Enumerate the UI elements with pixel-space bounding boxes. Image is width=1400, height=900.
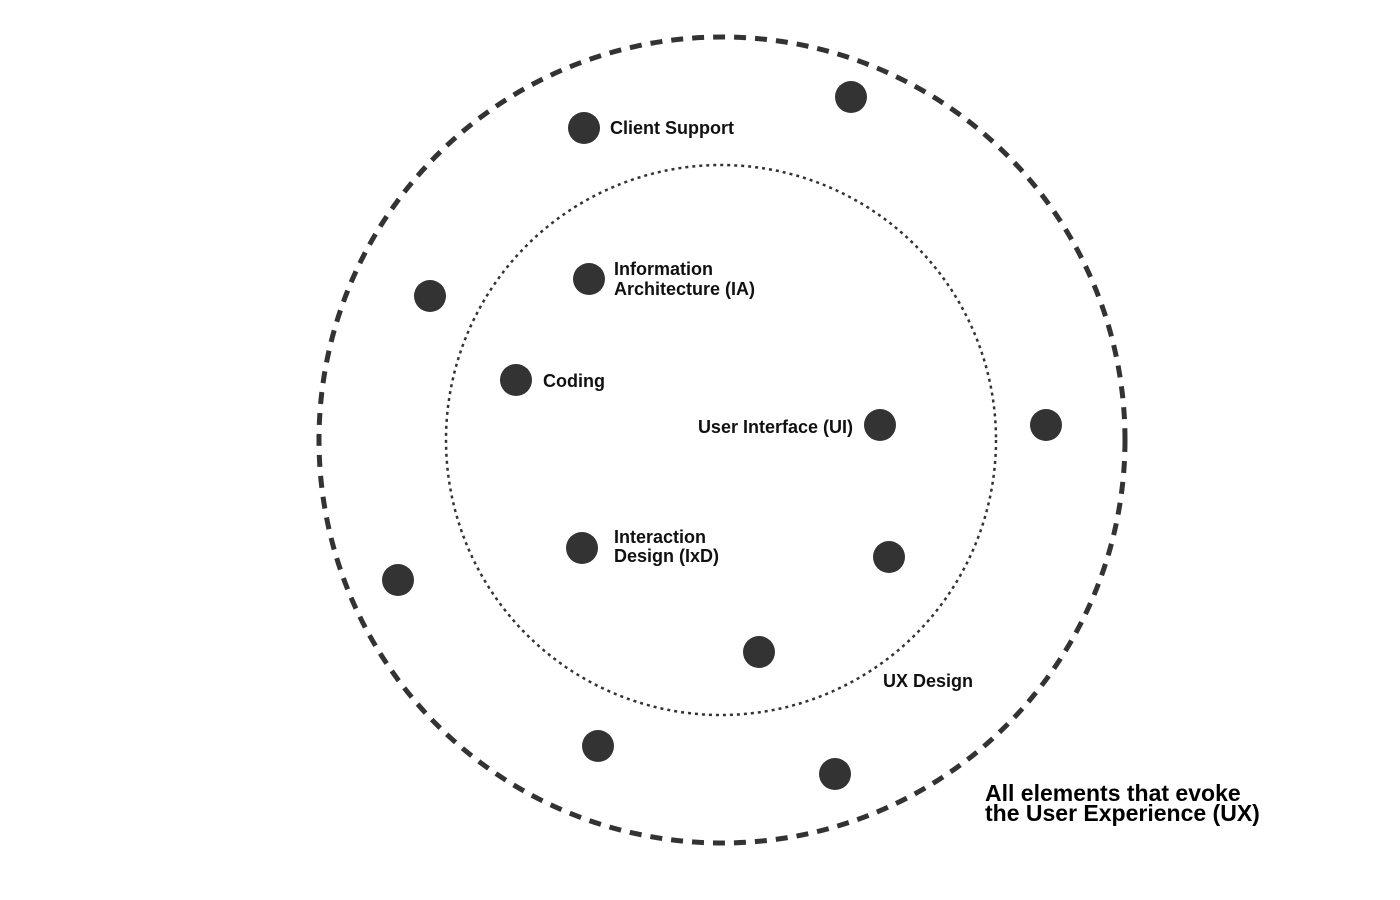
unlabeled-node <box>582 730 614 762</box>
node-user-interface: User Interface (UI) <box>698 409 896 441</box>
unlabeled-node <box>819 758 851 790</box>
node-information-architecture: Information Architecture (IA) <box>573 259 755 299</box>
node-dot <box>573 263 605 295</box>
unlabeled-node <box>414 280 446 312</box>
node-coding: Coding <box>500 364 605 396</box>
node-label: Client Support <box>610 118 734 138</box>
unlabeled-node <box>382 564 414 596</box>
unlabeled-node <box>873 541 905 573</box>
node-dot <box>500 364 532 396</box>
unlabeled-node <box>743 636 775 668</box>
node-label-line1: Information <box>614 259 713 279</box>
node-dot <box>864 409 896 441</box>
outer-ring-ux <box>316 34 1128 846</box>
node-dot <box>566 532 598 564</box>
node-client-support: Client Support <box>568 112 734 144</box>
node-label: User Interface (UI) <box>698 417 853 437</box>
node-interaction-design: Interaction Design (IxD) <box>566 527 719 566</box>
node-dot <box>568 112 600 144</box>
ux-design-label: UX Design <box>883 671 973 691</box>
unlabeled-node <box>1030 409 1062 441</box>
node-label-line2: Architecture (IA) <box>614 279 755 299</box>
caption-line1: All elements that evoke <box>985 780 1241 806</box>
inner-ring-ux-design <box>444 163 998 717</box>
node-label: Coding <box>543 371 605 391</box>
caption-line2: the User Experience (UX) <box>985 800 1260 826</box>
node-label-line1: Interaction <box>614 527 706 547</box>
node-label-line2: Design (IxD) <box>614 546 719 566</box>
unlabeled-node <box>835 81 867 113</box>
